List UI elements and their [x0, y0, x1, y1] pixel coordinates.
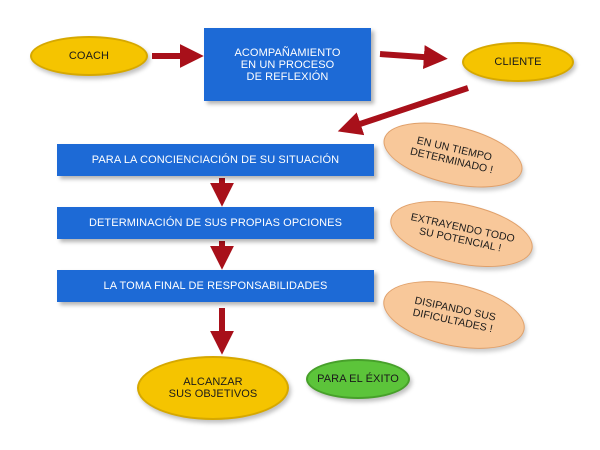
step2-label: DETERMINACIÓN DE SUS PROPIAS OPCIONES — [88, 217, 343, 229]
process-label: ACOMPAÑAMIENTO EN UN PROCESO DE REFLEXIÓ… — [234, 46, 341, 83]
goal-label: ALCANZAR SUS OBJETIVOS — [168, 376, 258, 400]
note-potential-label: EXTRAYENDO TODO SU POTENCIAL ! — [409, 211, 516, 255]
process-box: ACOMPAÑAMIENTO EN UN PROCESO DE REFLEXIÓ… — [204, 28, 371, 101]
coach-oval: COACH — [30, 36, 148, 76]
arrow-process-to-client — [379, 45, 448, 70]
note-difficulties-label: DISIPANDO SUS DIFICULTADES ! — [411, 294, 497, 336]
success-label: PARA EL ÉXITO — [317, 373, 399, 385]
arrow-client-to-step1 — [337, 85, 469, 136]
step3-box: LA TOMA FINAL DE RESPONSABILIDADES — [57, 270, 374, 302]
step3-label: LA TOMA FINAL DE RESPONSABILIDADES — [103, 280, 328, 292]
client-label: CLIENTE — [494, 56, 542, 68]
success-oval: PARA EL ÉXITO — [306, 359, 410, 399]
goal-oval: ALCANZAR SUS OBJETIVOS — [137, 356, 289, 420]
step1-label: PARA LA CONCIENCIACIÓN DE SU SITUACIÓN — [91, 154, 340, 166]
step2-box: DETERMINACIÓN DE SUS PROPIAS OPCIONES — [57, 207, 374, 239]
step1-box: PARA LA CONCIENCIACIÓN DE SU SITUACIÓN — [57, 144, 374, 176]
note-time-label: EN UN TIEMPO DETERMINADO ! — [409, 134, 495, 177]
coach-label: COACH — [68, 50, 110, 62]
client-oval: CLIENTE — [462, 42, 574, 82]
